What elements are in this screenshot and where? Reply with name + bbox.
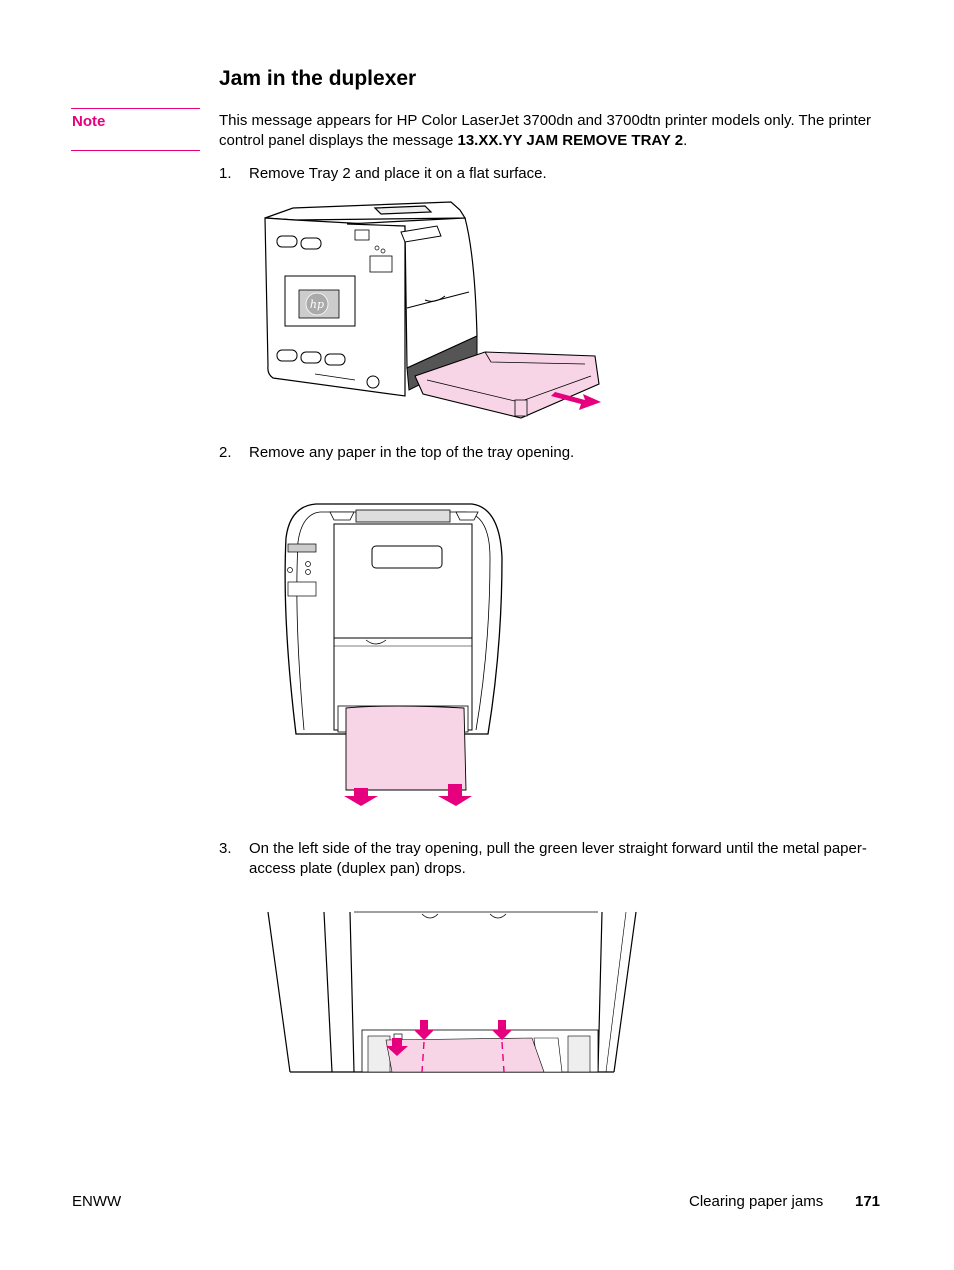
step-number: 3. [219,840,232,857]
step-2: 2. Remove any paper in the top of the tr… [219,443,884,463]
note-top-rule [71,108,200,109]
note-text: This message appears for HP Color LaserJ… [219,111,884,151]
footer-section: Clearing paper jams [689,1193,824,1210]
page-number: 171 [855,1193,881,1210]
step-number: 2. [219,444,232,461]
note-message-code: 13.XX.YY JAM REMOVE TRAY 2 [457,132,684,149]
step-1: 1. Remove Tray 2 and place it on a flat … [219,164,884,184]
duplex-pan [385,1037,545,1073]
figure-remove-paper-tray-opening [284,503,503,806]
figure-duplex-pan-lever [267,911,637,1073]
printer-top [264,201,467,221]
note-text-before: This message appears for HP Color LaserJ… [219,112,872,149]
pull-arrow-right [438,784,472,806]
pan-drop-arrow-left [414,1020,434,1040]
footer-page-number: 171 [855,1192,880,1212]
step-text: Remove Tray 2 and place it on a flat sur… [249,165,547,182]
footer-left: ENWW [72,1193,122,1210]
step-text: Remove any paper in the top of the tray … [249,444,575,461]
section-title: Jam in the duplexer [219,67,417,90]
note-text-after: . [683,132,688,149]
note-label: Note [72,113,106,130]
note-bottom-rule [71,150,200,151]
lever-arrow [386,1038,408,1056]
pan-drop-arrow-right [492,1020,512,1040]
front-door [333,523,473,731]
step-number: 1. [219,165,232,182]
figure-remove-tray-2: hp [264,201,601,419]
pull-arrow [551,392,601,410]
step-3: 3. On the left side of the tray opening,… [219,839,884,879]
pull-arrow-left [344,788,378,806]
step-text: On the left side of the tray opening, pu… [249,840,867,877]
jammed-paper [345,705,467,791]
hp-logo: hp [310,298,324,311]
